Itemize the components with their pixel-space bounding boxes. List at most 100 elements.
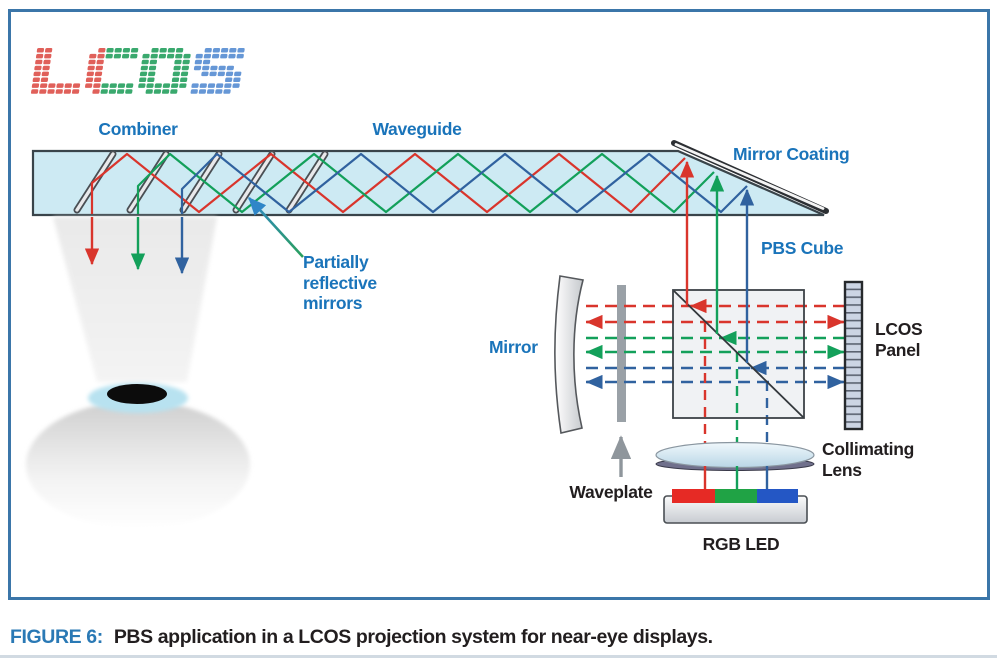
logo-brick — [211, 53, 220, 59]
label-line: reflective — [303, 272, 377, 293]
waveguide-ray-red — [90, 152, 686, 214]
logo-brick — [44, 53, 52, 59]
logo-brick — [138, 83, 146, 88]
logo-brick — [229, 48, 237, 53]
logo-brick — [228, 53, 236, 59]
logo-brick — [121, 53, 130, 59]
logo-brick — [183, 53, 191, 59]
logo-brick — [71, 89, 80, 94]
logo-brick — [159, 48, 167, 53]
logo-brick — [34, 65, 42, 71]
logo-brick — [190, 89, 198, 94]
logo-brick — [151, 48, 159, 53]
solid-rays-lens-led — [703, 466, 769, 492]
logo-brick — [146, 83, 154, 88]
logo-brick — [94, 77, 102, 82]
logo-brick — [191, 83, 199, 88]
label-pbs-cube: PBS Cube — [761, 238, 844, 258]
logo-brick — [218, 65, 226, 71]
logo-brick — [233, 77, 241, 82]
logo-brick — [101, 83, 109, 88]
led-green-segment — [715, 489, 757, 503]
logo-brick — [94, 71, 103, 77]
logo-brick — [35, 53, 44, 59]
logo-brick — [161, 89, 170, 94]
logo-brick — [30, 89, 39, 94]
logo-brick — [88, 59, 96, 65]
logo-brick — [166, 53, 175, 59]
logo-brick — [96, 59, 104, 65]
logo-brick — [198, 89, 207, 94]
logo-brick — [139, 77, 147, 82]
logo-brick — [226, 65, 234, 71]
led-blue-segment — [757, 489, 798, 503]
logo-brick — [89, 53, 97, 59]
logo-brick — [95, 65, 103, 71]
logo-brick — [43, 59, 51, 65]
label-mirror: Mirror — [489, 337, 538, 357]
logo-brick — [203, 53, 212, 59]
logo-brick — [87, 65, 95, 71]
logo-brick — [153, 89, 162, 94]
logo-brick — [193, 65, 202, 71]
label-line: Lens — [822, 459, 862, 480]
logo-brick — [130, 53, 138, 59]
logo-brick — [180, 71, 189, 77]
logo-brick — [55, 89, 63, 94]
logo-brick — [148, 65, 157, 71]
figure-caption: FIGURE 6:PBS application in a LCOS proje… — [10, 626, 713, 649]
eye — [26, 383, 250, 529]
label-collimating-lens: Collimating Lens — [822, 439, 914, 480]
logo-brick — [150, 53, 158, 59]
logo-brick — [212, 48, 221, 53]
logo-brick — [145, 89, 153, 94]
logo-brick — [139, 71, 148, 77]
logo-brick — [42, 65, 50, 71]
logo-brick — [158, 53, 167, 59]
logo-brick — [122, 48, 131, 53]
label-waveguide: Waveguide — [372, 119, 462, 139]
logo-brick — [72, 83, 81, 88]
label-line: LCOS — [875, 319, 923, 339]
logo-brick — [201, 71, 209, 77]
logo-brick — [174, 59, 182, 65]
logo-brick — [97, 53, 105, 59]
logo-brick — [40, 77, 49, 82]
logo-brick — [223, 89, 231, 94]
logo-brick — [167, 48, 176, 53]
logo-brick — [182, 59, 190, 65]
label-mirror-coating: Mirror Coating — [733, 144, 850, 164]
logo-brick — [116, 89, 125, 94]
logo-brick — [126, 83, 134, 88]
logo-brick — [141, 59, 149, 65]
logo-brick — [114, 48, 122, 53]
figure-caption-text: PBS application in a LCOS projection sys… — [113, 626, 713, 648]
label-line: Collimating — [822, 439, 914, 459]
collimating-lens-shape — [655, 441, 815, 471]
logo-brick — [36, 48, 45, 53]
logo-brick — [232, 83, 240, 88]
logo-brick — [162, 83, 171, 88]
dashed-rays-vertical — [703, 322, 769, 448]
logo-brick — [175, 53, 183, 59]
bottom-rule — [0, 655, 997, 658]
logo-brick — [204, 48, 212, 53]
logo-brick — [48, 83, 56, 88]
logo-brick — [202, 59, 211, 65]
waveplate-bar — [617, 285, 626, 422]
logo-brick — [140, 65, 148, 71]
waveguide-slab — [31, 149, 825, 217]
logo-brick — [170, 89, 178, 94]
logo-brick — [147, 77, 155, 82]
logo-brick — [173, 65, 181, 71]
logo-brick — [35, 59, 43, 65]
logo-brick — [179, 83, 187, 88]
label-line: Panel — [875, 339, 921, 360]
logo-brick — [32, 77, 40, 82]
concave-mirror — [554, 275, 584, 434]
logo-brick — [47, 89, 55, 94]
logo-brick — [220, 53, 228, 59]
logo-brick — [216, 83, 224, 88]
logo-brick — [64, 83, 72, 88]
